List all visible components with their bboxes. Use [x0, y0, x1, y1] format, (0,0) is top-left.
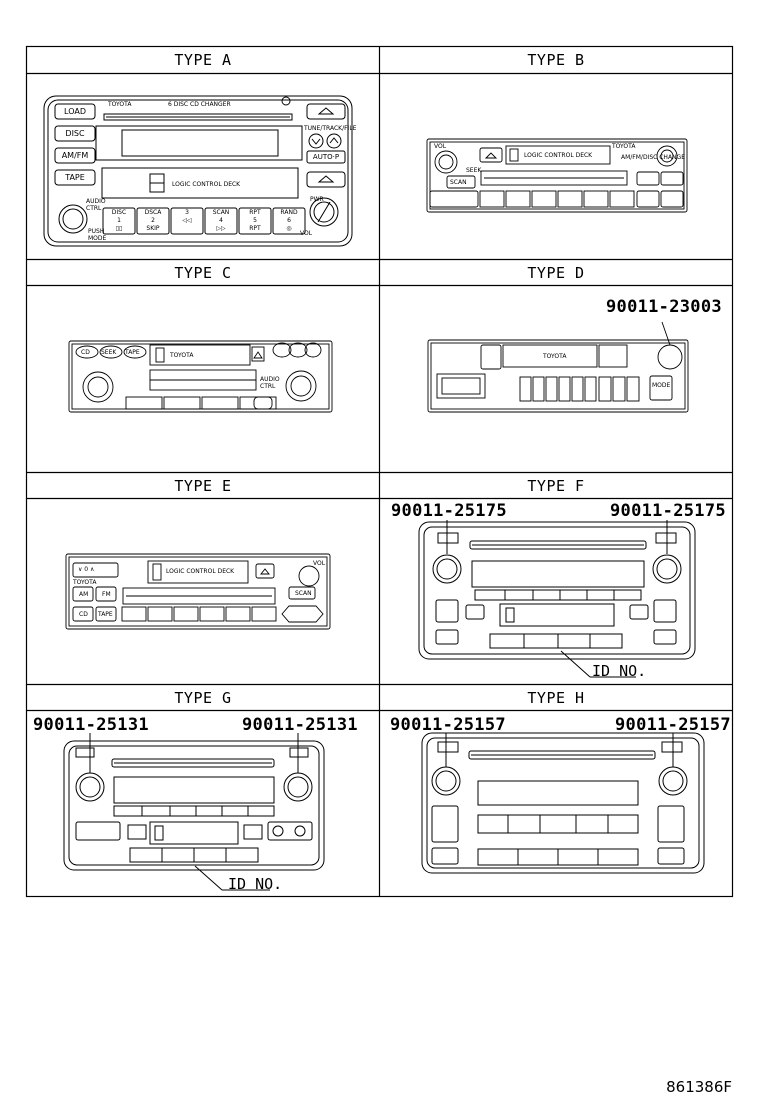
type-b-scan: SCAN	[450, 179, 467, 186]
type-c-brand: TOYOTA	[170, 352, 194, 359]
type-a-logic-label: LOGIC CONTROL DECK	[172, 181, 241, 188]
type-a-amfm-label: AM/FM	[61, 151, 89, 160]
type-a-disc-label: DISC	[65, 129, 85, 138]
type-e-logic: LOGIC CONTROL DECK	[166, 568, 235, 575]
type-a-title: TYPE A	[174, 51, 232, 69]
type-e-title: TYPE E	[174, 477, 232, 495]
type-f-part-number-left: 90011-25175	[391, 501, 507, 521]
type-g-part-number-left: 90011-25131	[33, 715, 149, 735]
type-a-preset-1-top: DISC	[111, 209, 127, 216]
type-h-part-number-left: 90011-25157	[390, 715, 506, 735]
type-a-preset-5-num: 5	[253, 217, 257, 224]
type-e-am: AM	[79, 591, 89, 598]
type-e-tape: TAPE	[98, 611, 113, 618]
type-a-autop-label: AUTO·P	[312, 153, 340, 161]
type-b-vol: VOL	[434, 143, 447, 150]
type-f-part-number-right: 90011-25175	[610, 501, 726, 521]
type-a-brand: TOYOTA	[108, 101, 132, 108]
type-a-load-label: LOAD	[64, 107, 86, 116]
type-a-preset-2-sub: SKIP	[146, 225, 160, 232]
type-a-preset-6: RAND 6 ◎	[273, 209, 305, 233]
type-a-preset-1-sub: ▯▯	[115, 225, 123, 232]
type-a-preset-3-sub: ◁◁	[182, 217, 192, 224]
type-d-mode: MODE	[652, 382, 671, 389]
type-a-power: PWR	[310, 196, 324, 203]
type-a-preset-6-sub: ◎	[286, 225, 292, 232]
type-g-part-number-right: 90011-25131	[242, 715, 358, 735]
type-b-ch-label: AM/FM/DISC CHANGE	[621, 154, 685, 161]
type-a-preset-4: SCAN 4 ▷▷	[205, 209, 237, 233]
type-b-seek: SEEK	[466, 167, 482, 174]
type-c-tape-label: TAPE	[125, 349, 140, 356]
type-a-audio-ctrl: AUDIO CTRL	[86, 198, 106, 212]
type-a-vol: VOL	[300, 230, 313, 237]
type-g-title: TYPE G	[174, 689, 232, 707]
type-a-preset-6-top: RAND	[280, 209, 298, 216]
type-b-logic: LOGIC CONTROL DECK	[524, 152, 593, 159]
type-a-preset-5-sub: RPT	[249, 225, 261, 232]
type-b-brand: TOYOTA	[612, 143, 636, 150]
type-e-cd: CD	[79, 611, 88, 618]
type-f-id-no: ID NO.	[592, 662, 647, 680]
type-d-title: TYPE D	[527, 264, 585, 282]
type-a-preset-4-num: 4	[219, 217, 223, 224]
type-a-preset-1-num: 1	[117, 217, 121, 224]
type-a-preset-4-top: SCAN	[212, 209, 230, 216]
type-h-title: TYPE H	[527, 689, 585, 707]
type-a-push-mode: PUSH MODE	[88, 228, 107, 242]
type-a-preset-3: 3 ◁◁	[171, 209, 203, 225]
type-b-title: TYPE B	[527, 51, 585, 69]
type-a-preset-5-top: RPT	[249, 209, 261, 216]
type-a-preset-1: DISC 1 ▯▯	[103, 209, 135, 233]
type-a-preset-5: RPT 5 RPT	[239, 209, 271, 233]
type-a-changer-label: 6 DISC CD CHANGER	[168, 101, 231, 108]
type-a-tune-label: TUNE/TRACK/FILE	[304, 125, 357, 132]
drawing-code: 861386F	[666, 1078, 732, 1096]
type-a-preset-6-num: 6	[287, 217, 291, 224]
type-e-vol: VOL	[313, 560, 326, 567]
type-h-part-number-right: 90011-25157	[615, 715, 731, 735]
type-e-scan: SCAN	[295, 590, 312, 597]
type-c-seek-label: SEEK	[101, 349, 117, 356]
type-d-part-number: 90011-23003	[606, 297, 722, 317]
type-e-brand: TOYOTA	[73, 579, 97, 586]
type-a-tape-label: TAPE	[65, 173, 85, 182]
type-a-preset-3-num: 3	[185, 209, 189, 216]
type-c-cd-label: CD	[81, 349, 90, 356]
type-d-brand: TOYOTA	[543, 353, 567, 360]
type-a-preset-2-top: DSCA	[144, 209, 162, 216]
type-c-audio: AUDIO CTRL	[260, 376, 280, 390]
type-c-title: TYPE C	[174, 264, 232, 282]
type-f-title: TYPE F	[527, 477, 585, 495]
type-g-id-no: ID NO.	[228, 875, 283, 893]
type-a-preset-2-num: 2	[151, 217, 155, 224]
type-e-updown: ∨ 0 ∧	[78, 566, 95, 573]
type-a-preset-2: DSCA 2 SKIP	[137, 209, 169, 233]
type-a-preset-4-sub: ▷▷	[216, 225, 226, 232]
type-e-fm: FM	[102, 591, 111, 598]
